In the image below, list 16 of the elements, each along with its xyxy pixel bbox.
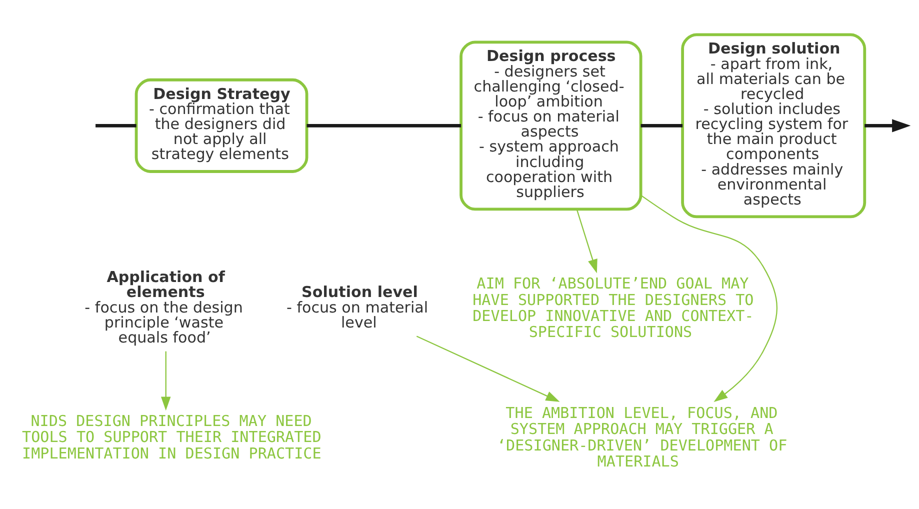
connector — [96, 123, 136, 127]
arrow — [160, 350, 171, 410]
node-text: Application of elements - focus on the design principle ‘waste equals food’ — [84, 268, 243, 346]
arrow — [640, 194, 778, 402]
arrow — [416, 335, 560, 402]
node-box: Design process - designers set challenging ‘closed-loop’ ambition - focus on material aspects - system approach including cooperation with suppliers — [460, 40, 642, 210]
arrow — [576, 208, 598, 273]
connector — [306, 123, 462, 127]
node-box: Design Strategy - confirmation that the designers did not apply all strategy elements — [134, 78, 308, 172]
node-text: THE AMBITION LEVEL, FOCUS, AND SYSTEM APPROACH MAY TRIGGER A ‘DESIGNER-DRIVEN’ DEVELOPMENT OF MATERIALS — [496, 403, 788, 470]
node-text: NIDS DESIGN PRINCIPLES MAY NEED TOOLS TO SUPPORT THEIR INTEGRATED IMPLEMENTATION IN DESIGN PRACTICE — [22, 411, 322, 462]
arrow — [864, 118, 911, 132]
node-box: Design solution - apart from ink, all materials can be recycled - solution includes recycling system for the main product components - addresses mainly environmental aspects — [681, 32, 866, 218]
connector — [640, 123, 683, 127]
node-text: Solution level - focus on material level — [286, 282, 428, 331]
node-text: AIM FOR ‘ABSOLUTE’END GOAL MAY HAVE SUPPORTED THE DESIGNERS TO DEVELOP INNOVATIVE AND CONTEXT-SPECIFIC SOLUTIONS — [472, 274, 754, 341]
